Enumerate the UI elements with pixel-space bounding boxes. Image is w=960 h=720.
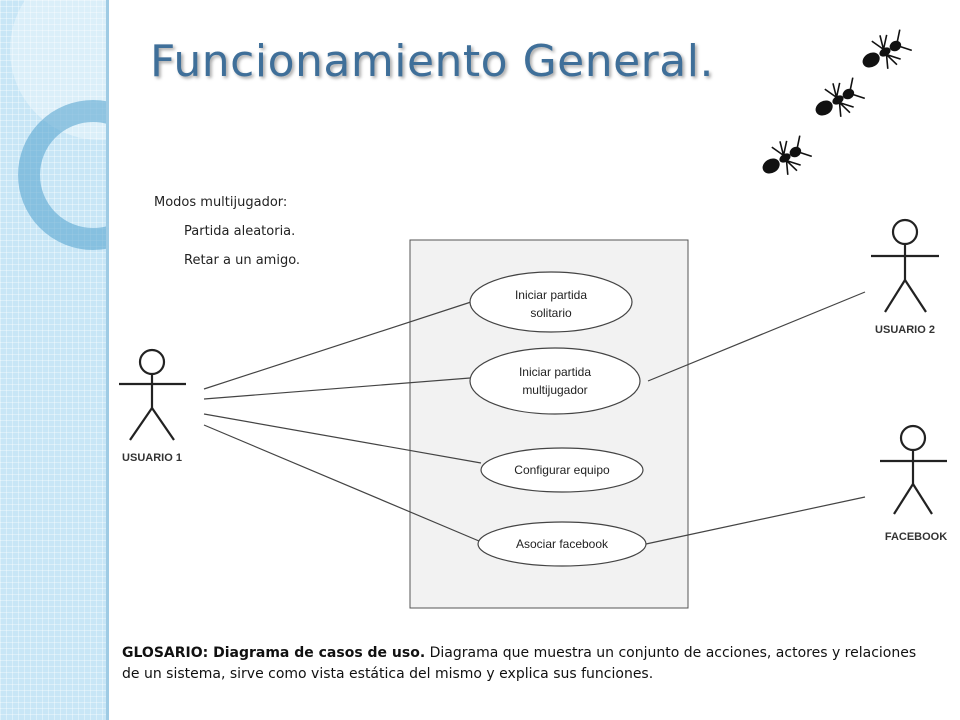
slide-title: Funcionamiento General. — [150, 36, 714, 87]
association-line — [203, 377, 471, 400]
association-line — [203, 424, 480, 542]
mode-item: Retar a un amigo. — [184, 253, 301, 268]
use-case-label: Asociar facebook — [516, 537, 609, 551]
use-case-label: Configurar equipo — [514, 463, 610, 477]
ant-icon — [762, 135, 813, 175]
association-line — [203, 301, 472, 390]
use-case-facebook: Asociar facebook — [477, 521, 647, 567]
decorative-sidebar — [0, 0, 108, 720]
actor-usuario-1 — [119, 348, 186, 441]
mode-item: Partida aleatoria. — [184, 224, 296, 239]
actor-label: FACEBOOK — [885, 531, 947, 543]
use-case-label: Iniciar partida — [519, 365, 591, 379]
glossary-definition: Diagrama que muestra un conjunto de acci… — [122, 645, 917, 682]
ant-icon — [815, 77, 866, 117]
glossary-term: GLOSARIO: Diagrama de casos de uso. — [122, 645, 426, 661]
actor-label: USUARIO 1 — [122, 452, 182, 464]
association-line — [645, 496, 866, 545]
glossary: GLOSARIO: Diagrama de casos de uso. Diag… — [122, 643, 922, 685]
use-case-label: multijugador — [522, 383, 587, 397]
association-line — [647, 291, 866, 382]
sidebar-edge — [106, 0, 109, 720]
actor-facebook — [880, 424, 947, 515]
actor-label: USUARIO 2 — [875, 324, 935, 336]
ant-icon — [862, 29, 913, 69]
modes-heading: Modos multijugador: — [154, 195, 288, 210]
actor-usuario-2 — [871, 218, 939, 313]
use-case-multijugador: Iniciar partida multijugador — [469, 347, 641, 415]
use-case-label: Iniciar partida — [515, 288, 587, 302]
association-line — [203, 413, 482, 464]
use-case-label: solitario — [530, 306, 572, 320]
use-case-solitario: Iniciar partida solitario — [469, 271, 633, 333]
use-case-configurar: Configurar equipo — [480, 447, 644, 493]
